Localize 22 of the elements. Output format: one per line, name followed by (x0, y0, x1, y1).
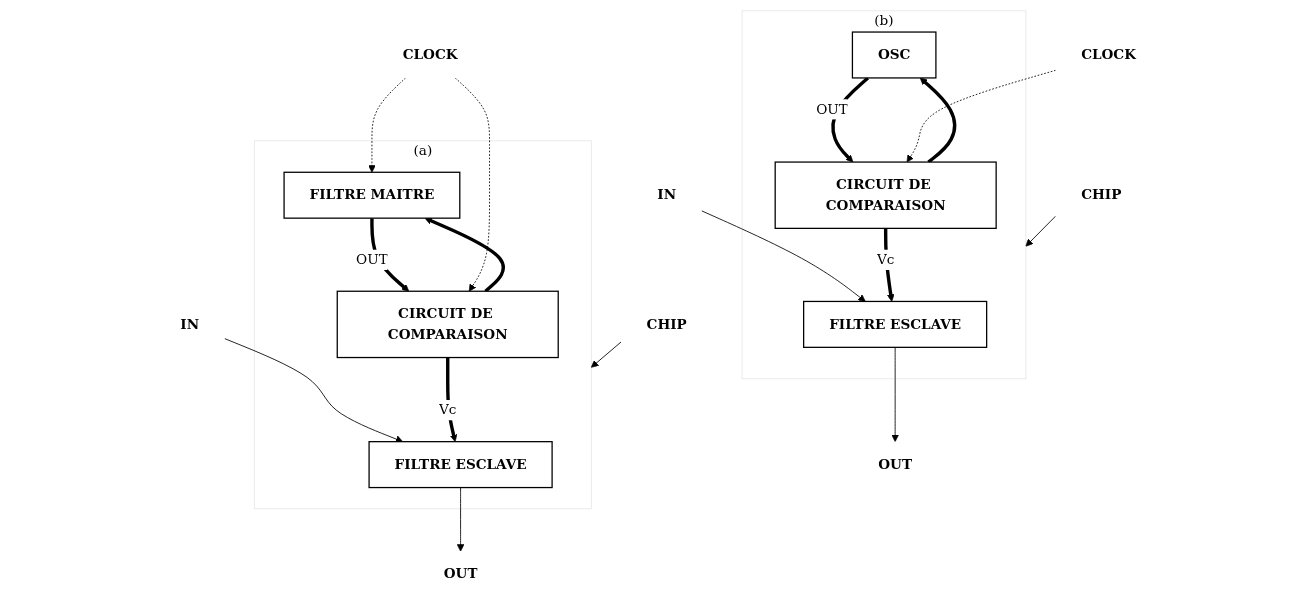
node-box: FILTRE ESCLAVE (802, 300, 988, 348)
node-box: CIRCUIT DE COMPARAISON (336, 290, 559, 359)
node-text: OUT (443, 565, 478, 582)
arrow (883, 228, 895, 302)
arrow (445, 357, 458, 442)
node-text: CLOCK (402, 46, 458, 63)
node-box: OSC (851, 31, 937, 79)
arrow (919, 77, 957, 164)
arrow (424, 217, 505, 293)
node-text: CHIP (646, 315, 687, 333)
node-text: IN (657, 186, 676, 203)
node-box: FILTRE MAITRE (283, 171, 461, 219)
node-text: CHIP (1080, 186, 1122, 203)
edge-label: OUT (815, 100, 848, 118)
edge-label: OUT (355, 251, 388, 268)
edge-label: Vc (438, 401, 457, 418)
node-box: FILTRE ESCLAVE (368, 441, 553, 489)
node-text: CLOCK (1080, 46, 1136, 63)
node-text: IN (180, 315, 199, 333)
node-box: CIRCUIT DE COMPARAISON (774, 161, 997, 229)
edge-label: Vc (876, 251, 895, 268)
node-text: OUT (878, 456, 912, 473)
